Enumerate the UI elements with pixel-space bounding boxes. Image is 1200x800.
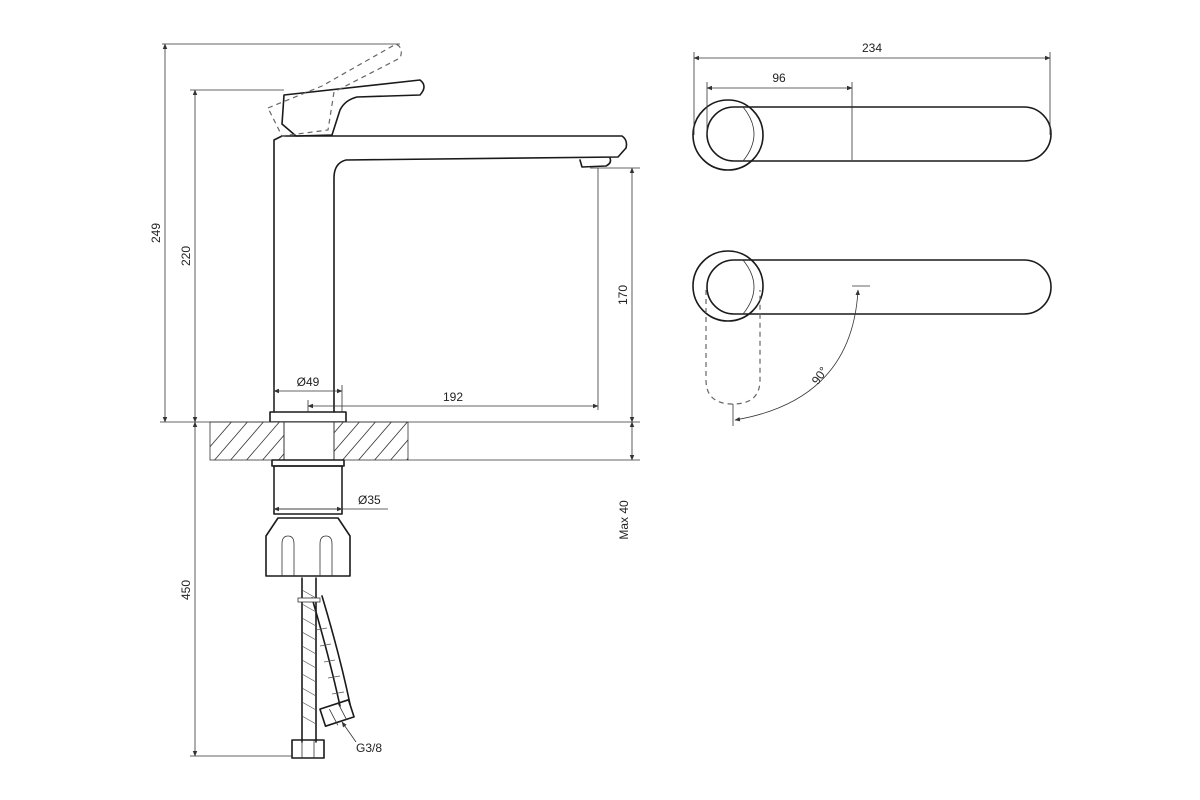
top-view-closed: 234 96 bbox=[692, 41, 1052, 171]
aerator bbox=[579, 157, 612, 168]
hose-connector-nuts bbox=[291, 699, 355, 759]
dim-connection-thread: G3/8 bbox=[356, 741, 382, 755]
dim-max-countertop: Max 40 bbox=[617, 500, 631, 540]
fixing-nut bbox=[265, 517, 351, 577]
dim-top-length: 234 bbox=[862, 41, 882, 55]
dim-shank-diameter: Ø35 bbox=[358, 493, 381, 507]
shank bbox=[273, 465, 343, 515]
faucet-body-outline bbox=[273, 135, 628, 413]
side-view: 249 220 170 Ø49 192 Ø35 Max 40 450 bbox=[149, 43, 640, 759]
dim-spout-height: 220 bbox=[179, 246, 193, 266]
dim-spout-reach: 192 bbox=[443, 390, 463, 404]
dim-hose-length: 450 bbox=[179, 580, 193, 600]
dim-rotation-angle: 90° bbox=[809, 364, 831, 387]
dim-total-height: 249 bbox=[149, 223, 163, 243]
dim-base-diameter: Ø49 bbox=[297, 375, 320, 389]
base-flange bbox=[269, 411, 347, 423]
handle-alternate-position bbox=[267, 43, 402, 137]
countertop-section bbox=[209, 421, 409, 461]
washer bbox=[271, 459, 345, 467]
dim-outlet-height: 170 bbox=[616, 285, 630, 305]
dim-handle-length: 96 bbox=[772, 71, 786, 85]
supply-hoses bbox=[297, 577, 351, 743]
handle-solid bbox=[281, 79, 425, 137]
top-view-rotated: 90° bbox=[692, 250, 1052, 426]
